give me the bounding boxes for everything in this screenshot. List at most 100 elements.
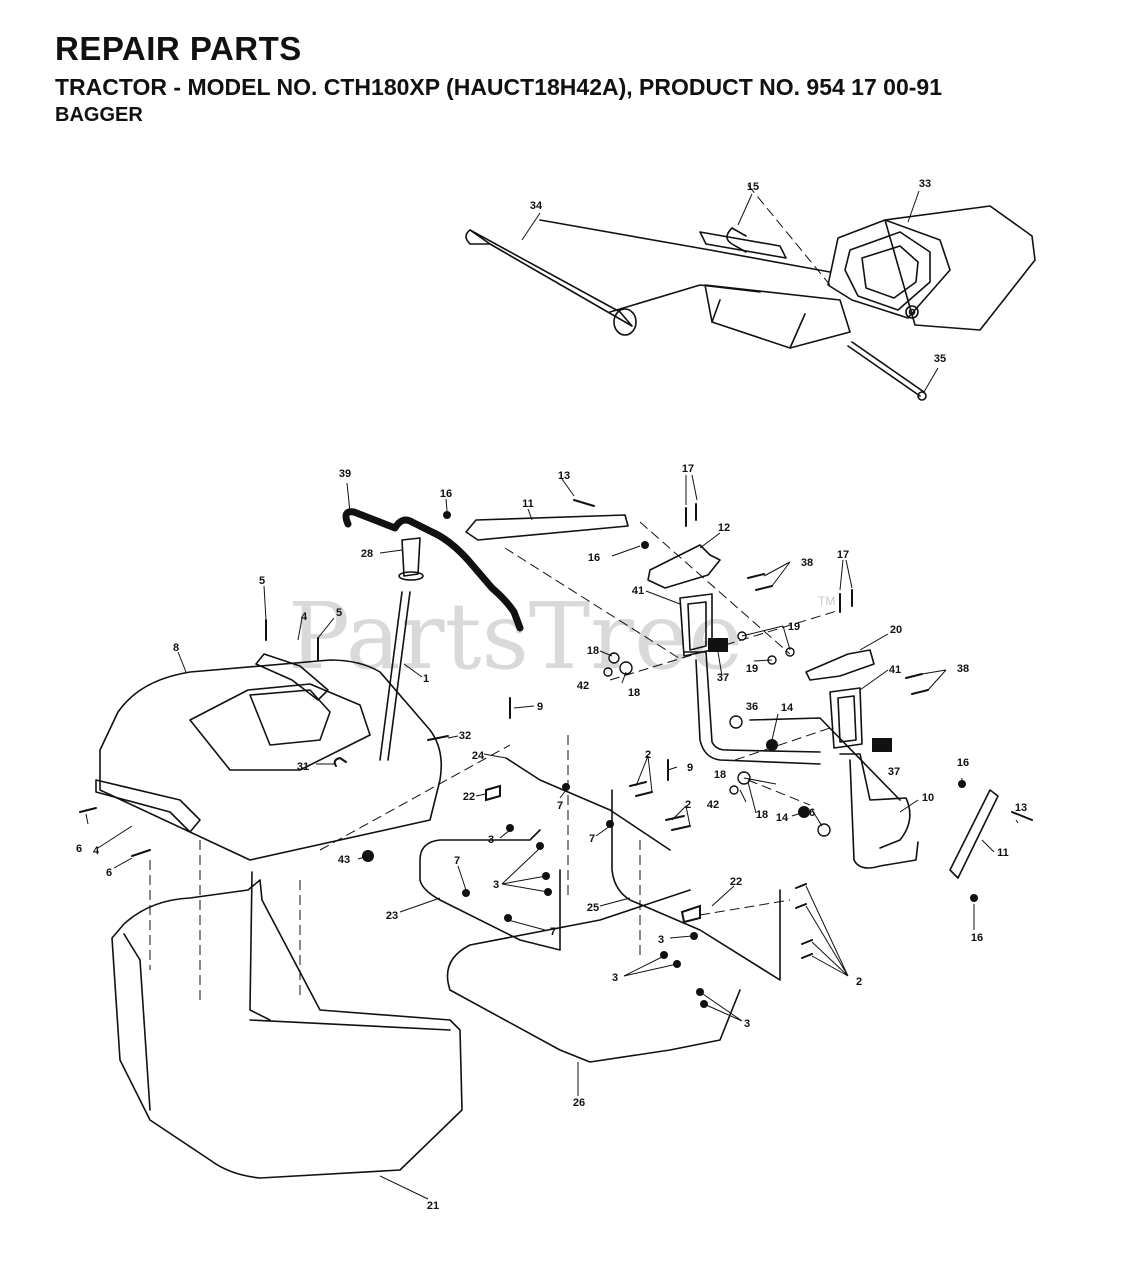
callout-16: 16 (971, 932, 983, 944)
callout-8: 8 (173, 642, 179, 654)
nut-7[interactable] (462, 889, 470, 897)
callout-18: 18 (628, 687, 640, 699)
callout-37: 37 (888, 766, 900, 778)
nut-16[interactable] (970, 894, 978, 902)
grass-bag-21[interactable] (111, 871, 463, 1179)
callout-38: 38 (801, 557, 813, 569)
clip-22[interactable] (485, 784, 501, 802)
callout-26: 26 (573, 1097, 585, 1109)
clevis-pin-35[interactable] (847, 341, 925, 397)
page-title: REPAIR PARTS (55, 30, 302, 67)
bolt-38[interactable] (905, 673, 929, 695)
bolt-13[interactable] (1011, 811, 1033, 821)
callout-28: 28 (361, 548, 373, 560)
chute-adapter-33[interactable] (827, 205, 1036, 331)
nut-7[interactable] (562, 783, 570, 791)
nut-3[interactable] (536, 842, 544, 850)
clip-22[interactable] (680, 904, 701, 924)
bolt-17[interactable] (839, 589, 853, 613)
callout-42: 42 (707, 799, 719, 811)
nut-19[interactable] (785, 647, 795, 657)
callout-13: 13 (1015, 802, 1027, 814)
callout-19: 19 (788, 621, 800, 633)
cover-handle-4-top[interactable] (255, 653, 329, 701)
nut-16[interactable] (443, 511, 451, 519)
knob-14[interactable] (766, 739, 778, 751)
nut-3[interactable] (690, 932, 698, 940)
cap-37[interactable] (708, 638, 728, 652)
callout-41: 41 (889, 664, 901, 676)
adapter-tube-34[interactable] (465, 219, 851, 349)
callout-36: 36 (746, 701, 758, 713)
dump-rod-1[interactable] (379, 591, 411, 761)
nut-7[interactable] (606, 820, 614, 828)
bag-frame-23[interactable] (419, 829, 561, 951)
callout-4: 4 (301, 611, 308, 623)
callout-31: 31 (297, 761, 309, 773)
bolt-2[interactable] (795, 883, 813, 959)
nut-16[interactable] (641, 541, 649, 549)
callout-15: 15 (747, 181, 759, 193)
nut-7[interactable] (504, 914, 512, 922)
washer-18[interactable] (608, 652, 620, 664)
callout-13: 13 (558, 470, 570, 482)
bolt-38[interactable] (747, 573, 773, 591)
callout-10: 10 (922, 792, 934, 804)
mount-bracket-11-upper[interactable] (465, 514, 629, 541)
handle-grip-28[interactable] (398, 537, 424, 581)
washer-42[interactable] (729, 785, 739, 795)
bag-cover-8[interactable] (99, 659, 443, 861)
watermark: PartsTree (288, 583, 743, 690)
hairpin-clip-15[interactable] (726, 227, 747, 253)
clamp-20[interactable] (805, 649, 875, 681)
mount-bracket-11-lower[interactable] (949, 789, 999, 879)
washer-36[interactable] (729, 715, 743, 729)
bolt-32[interactable] (427, 735, 449, 741)
bag-frame-26[interactable] (446, 889, 741, 1063)
callout-6: 6 (76, 843, 82, 855)
callout-12: 12 (718, 522, 730, 534)
callout-11: 11 (997, 847, 1009, 859)
callout-41: 41 (632, 585, 644, 597)
callout-39: 39 (339, 468, 351, 480)
callout-18: 18 (714, 769, 726, 781)
bolt-17[interactable] (685, 503, 697, 527)
cover-handle-4-front[interactable] (95, 779, 201, 833)
callout-32: 32 (459, 730, 471, 742)
washer-18[interactable] (619, 661, 633, 675)
callout-20: 20 (890, 624, 902, 636)
bolt-13[interactable] (573, 499, 595, 507)
callout-37: 37 (717, 672, 729, 684)
bag-frame-25[interactable] (611, 789, 781, 981)
callout-11: 11 (522, 498, 534, 510)
support-frame-10[interactable] (683, 651, 919, 869)
callout-36: 36 (803, 807, 815, 819)
washer-18[interactable] (737, 771, 751, 785)
cross-bar-24[interactable] (505, 757, 671, 851)
callout-22: 22 (730, 876, 742, 888)
bolt-6[interactable] (131, 849, 151, 857)
callout-3: 3 (744, 1018, 750, 1030)
bolt-6[interactable] (79, 807, 97, 813)
washer-36[interactable] (817, 823, 831, 837)
nut-16[interactable] (958, 780, 966, 788)
bolt-2[interactable] (629, 781, 653, 797)
callout-3: 3 (658, 934, 664, 946)
nut-3[interactable] (506, 824, 514, 832)
bolt-2[interactable] (665, 815, 691, 831)
nut-19[interactable] (737, 631, 747, 641)
callout-42: 42 (577, 680, 589, 692)
latch-bracket-12[interactable] (647, 544, 721, 589)
callout-2: 2 (645, 749, 651, 761)
callout-25: 25 (587, 902, 599, 914)
leader-lines (85, 190, 1019, 1200)
callout-43: 43 (338, 854, 350, 866)
pin-31[interactable] (333, 756, 347, 767)
callout-7: 7 (454, 855, 460, 867)
cap-37[interactable] (872, 738, 892, 752)
washer-42[interactable] (603, 667, 613, 677)
callout-16: 16 (440, 488, 452, 500)
pivot-bracket-41-right[interactable] (829, 687, 863, 749)
callout-3: 3 (488, 834, 494, 846)
